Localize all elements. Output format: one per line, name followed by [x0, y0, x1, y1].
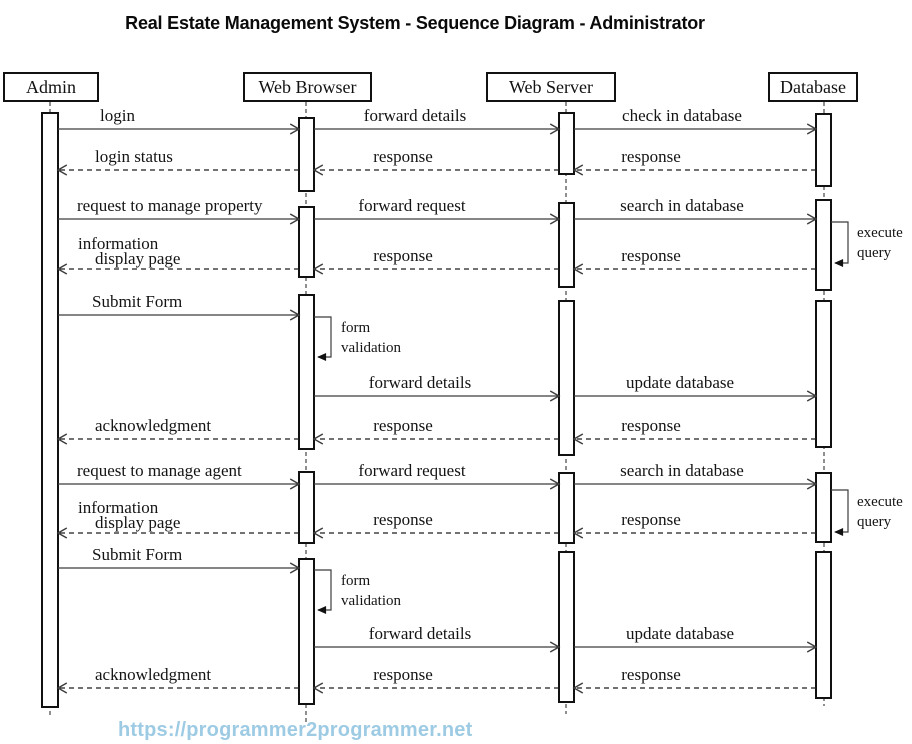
message-label: forward request — [358, 196, 466, 215]
activation-bar-browser — [298, 558, 315, 705]
activation-bar-database — [815, 199, 832, 291]
actor-label-web-server: Web Server — [508, 76, 593, 97]
activation-bar-server — [558, 472, 575, 544]
self-message-label: form — [341, 573, 371, 589]
message-label: request to manage property — [77, 196, 263, 215]
message-label: Submit Form — [92, 292, 183, 311]
self-message-label: query — [857, 514, 892, 530]
message-label: forward request — [358, 461, 466, 480]
activation-bar-database — [815, 300, 832, 448]
self-message-label: query — [857, 245, 892, 261]
message-label: forward details — [368, 373, 472, 392]
message-label: information — [78, 498, 159, 517]
message-label: update database — [625, 624, 735, 643]
activation-bar-database — [815, 113, 832, 187]
message-label: information — [78, 234, 159, 253]
message-label: request to manage agent — [77, 461, 242, 480]
activation-bar-database — [815, 472, 832, 543]
message-label: response — [373, 246, 433, 265]
message-label: response — [373, 416, 433, 435]
activation-bar-browser — [298, 117, 315, 192]
message-label: check in database — [622, 106, 742, 125]
self-message-label: validation — [341, 340, 401, 356]
activation-bar-browser — [298, 471, 315, 544]
message-label: Submit Form — [92, 545, 183, 564]
actor-box-database: Database — [768, 72, 858, 102]
self-message-arrow — [314, 316, 332, 362]
message-label: display page — [95, 249, 181, 268]
activation-bar-browser — [298, 206, 315, 278]
message-label: response — [373, 665, 433, 684]
activation-bar-browser — [298, 294, 315, 450]
message-label: acknowledgment — [95, 665, 212, 684]
self-message-arrow — [831, 221, 849, 268]
self-message-label: validation — [341, 593, 401, 609]
actor-label-admin: Admin — [25, 76, 76, 97]
footer-link[interactable]: https://programmer2programmer.net — [118, 719, 473, 741]
activation-bar-server — [558, 551, 575, 703]
message-label: login — [100, 106, 135, 125]
message-label: display page — [95, 513, 181, 532]
message-label: response — [621, 147, 681, 166]
activation-bar-server — [558, 112, 575, 175]
message-label: search in database — [620, 461, 744, 480]
message-label: search in database — [620, 196, 744, 215]
message-label: response — [373, 510, 433, 529]
actor-label-database: Database — [780, 76, 846, 97]
message-label: forward details — [368, 624, 472, 643]
actor-box-web-browser: Web Browser — [243, 72, 372, 102]
activation-bar-server — [558, 202, 575, 288]
self-message-label: form — [341, 320, 371, 336]
message-label: acknowledgment — [95, 416, 212, 435]
message-label: forward details — [363, 106, 467, 125]
self-message-arrow — [314, 569, 332, 615]
activation-bar-admin — [41, 112, 59, 708]
message-label: response — [621, 665, 681, 684]
message-label: update database — [625, 373, 735, 392]
self-message-label: execute — [857, 225, 903, 241]
diagram-title: Real Estate Management System - Sequence… — [125, 13, 705, 33]
self-message-label: execute — [857, 494, 903, 510]
activation-bar-server — [558, 300, 575, 456]
message-label: response — [621, 510, 681, 529]
actor-label-web-browser: Web Browser — [258, 76, 357, 97]
activation-bar-database — [815, 551, 832, 699]
message-label: response — [373, 147, 433, 166]
message-label: response — [621, 416, 681, 435]
message-label: login status — [95, 147, 173, 166]
actor-box-admin: Admin — [3, 72, 99, 102]
self-message-arrow — [831, 489, 849, 537]
actor-box-web-server: Web Server — [486, 72, 616, 102]
message-label: response — [621, 246, 681, 265]
